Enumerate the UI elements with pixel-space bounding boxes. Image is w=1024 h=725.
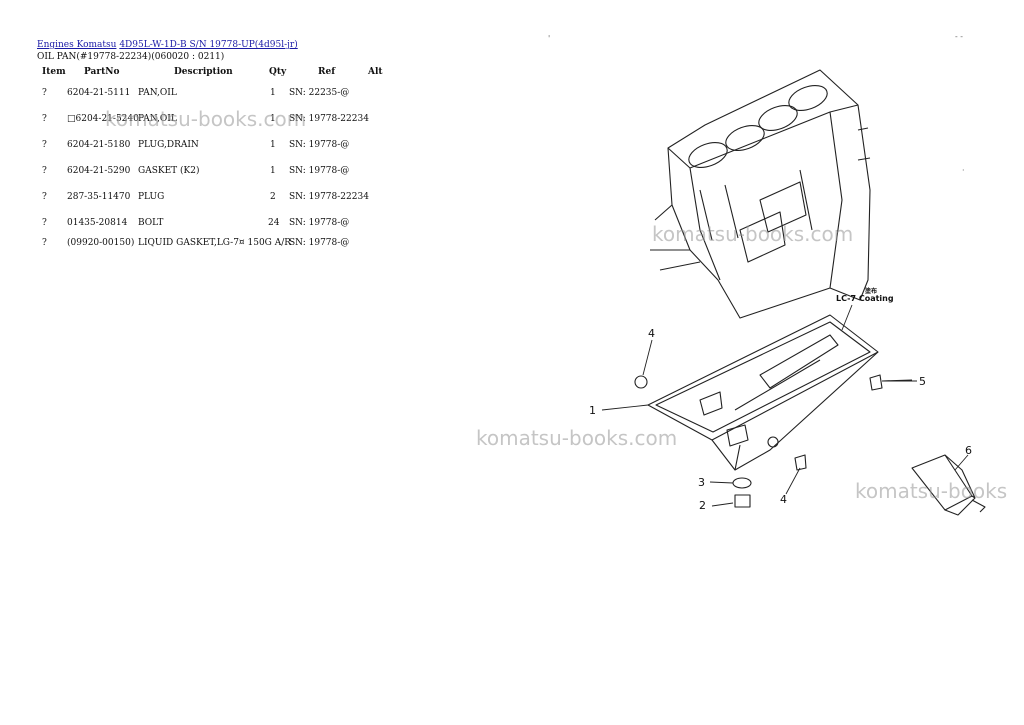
cell-partno: 6204-21-5111 [67,88,131,98]
liquid-gasket-tube-drawing [911,454,986,516]
stray-mark: - - [955,32,963,41]
cell-ref: SN: 19778-@ [289,218,350,228]
callout-5: 5 [919,375,926,388]
callout-6: 6 [965,444,972,457]
callout-2: 2 [699,499,706,512]
cell-ref: SN: 19778-@ [289,238,350,248]
engine-block-drawing [650,69,871,319]
cell-partno: (09920-00150) [67,238,135,248]
cell-qty: 1 [270,88,276,98]
cell-description: BOLT [138,218,164,228]
cell-ref: SN: 19778-@ [289,140,350,150]
cell-item: ? [42,166,47,176]
callout-3: 3 [698,476,705,489]
callout-1: 1 [589,404,596,417]
cell-description: PLUG [138,192,165,202]
cell-item: ? [42,238,47,248]
oil-pan-drawing [647,314,879,471]
col-header-alt: Alt [368,67,383,77]
section-title: OIL PAN(#19778-22234)(060020 : 0211) [37,52,225,62]
stray-mark: ' [548,34,551,43]
cell-ref: SN: 19778-@ [289,166,350,176]
callout-4: 4 [648,327,655,340]
cell-partno: 6204-21-5180 [67,140,131,150]
cell-qty: 2 [270,192,276,202]
col-header-description: Description [174,67,233,77]
cell-description: GASKET (K2) [138,166,200,176]
cell-partno: 287-35-11470 [67,192,131,202]
col-header-item: Item [42,67,66,77]
breadcrumb-link-model[interactable]: 4D95L-W-1D-B S/N 19778-UP(4d95l-jr) [119,40,298,50]
cell-item: ? [42,218,47,228]
callout-4: 4 [780,493,787,506]
watermark: komatsu-books.com [652,222,854,246]
bolt-drawings [634,374,913,508]
watermark: komatsu-books.com [476,426,678,450]
cell-ref: SN: 19778-22234 [289,192,369,202]
watermark: komatsu-books [855,479,1008,503]
breadcrumb-link-engines[interactable]: Engines Komatsu [37,40,117,50]
cell-qty: 1 [270,166,276,176]
cell-item: ? [42,88,47,98]
leader-lines [601,304,969,507]
cell-item: ? [42,140,47,150]
cell-qty: 1 [270,114,276,124]
cell-qty: 1 [270,140,276,150]
cell-description: LIQUID GASKET,LG-7¤ 150G A/R [138,238,292,248]
cell-ref: SN: 22235-@ [289,88,350,98]
cell-qty: 24 [268,218,280,228]
col-header-ref: Ref [318,67,336,77]
cell-partno: 01435-20814 [67,218,128,228]
coating-label: LC-7 Coating [836,294,894,303]
cell-description: PAN,OIL [138,88,177,98]
stray-mark: · [962,166,965,175]
col-header-qty: Qty [269,67,287,77]
cell-description: PLUG,DRAIN [138,140,199,150]
col-header-partno: PartNo [84,67,120,77]
cell-item: ? [42,114,47,124]
cell-partno: □6204-21-5240 [67,114,139,124]
cell-item: ? [42,192,47,202]
cell-partno: 6204-21-5290 [67,166,131,176]
cell-description: PAN,OIL [138,114,177,124]
breadcrumb: Engines Komatsu 4D95L-W-1D-B S/N 19778-U… [37,40,298,50]
coating-kanji: 塗布 [865,288,878,295]
cell-ref: SN: 19778-22234 [289,114,369,124]
